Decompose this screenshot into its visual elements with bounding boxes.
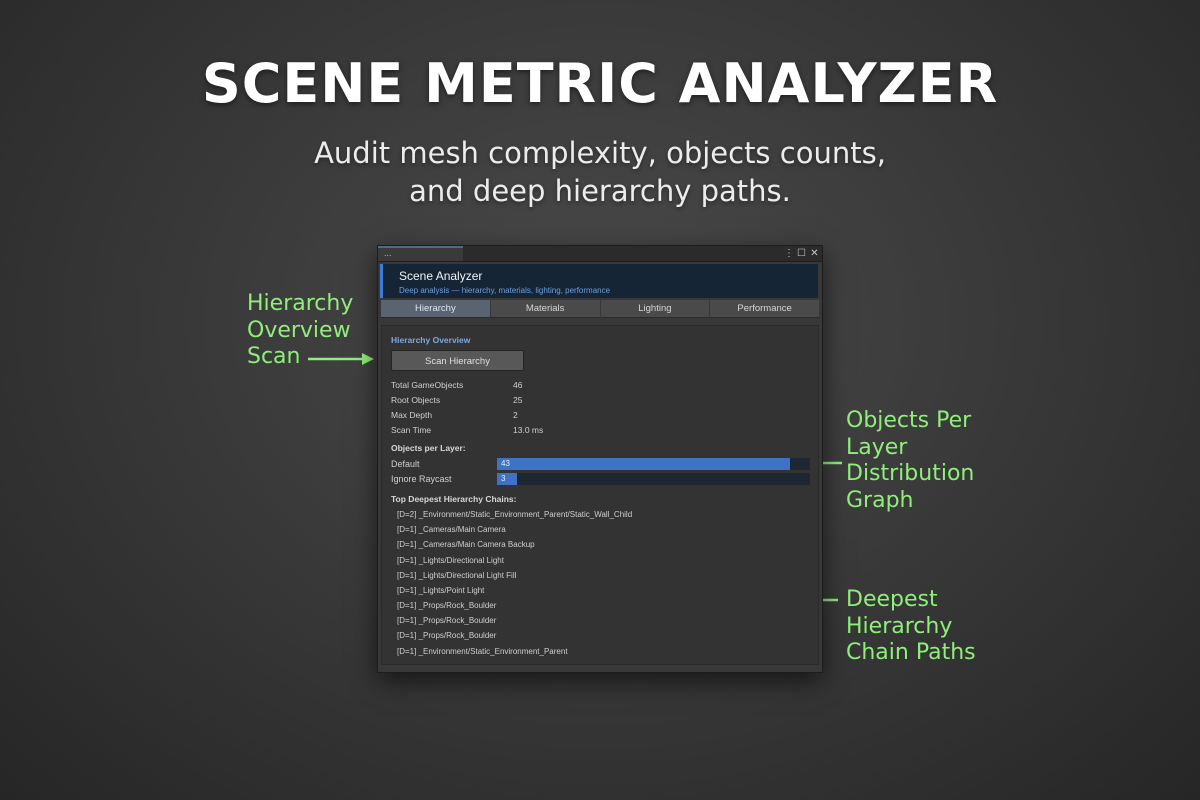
header-subtitle: Deep analysis — hierarchy, materials, li… xyxy=(399,286,611,295)
chain-item: [D=1] _Props/Rock_Boulder xyxy=(397,616,497,625)
chain-item: [D=1] _Cameras/Main Camera xyxy=(397,525,506,534)
scan-hierarchy-button[interactable]: Scan Hierarchy xyxy=(391,350,524,371)
callout-line: Hierarchy xyxy=(846,613,953,639)
chain-item: [D=1] _Props/Rock_Boulder xyxy=(397,631,497,640)
section-title: Hierarchy Overview xyxy=(391,335,471,345)
stat-value: 46 xyxy=(513,380,523,390)
hierarchy-panel: Hierarchy Overview Scan Hierarchy Total … xyxy=(381,325,819,665)
callout-line: Chain Paths xyxy=(846,640,976,665)
chain-item: [D=1] _Lights/Directional Light xyxy=(397,556,504,565)
stat-row: Scan Time 13.0 ms xyxy=(391,425,543,435)
stat-value: 25 xyxy=(513,395,523,405)
hero-title: SCENE METRIC ANALYZER xyxy=(201,52,999,115)
stat-label: Total GameObjects xyxy=(391,380,464,390)
maximize-icon[interactable]: ☐ xyxy=(797,248,806,259)
chain-item: [D=1] _Lights/Point Light xyxy=(397,586,485,595)
callout-line: Overview xyxy=(247,317,351,343)
hero-subtitle-line-1: Audit mesh complexity, objects counts, xyxy=(314,136,886,170)
layer-count: 3 xyxy=(501,474,506,483)
layer-name: Default xyxy=(391,459,420,469)
stat-value: 13.0 ms xyxy=(513,425,544,435)
layer-name: Ignore Raycast xyxy=(391,474,452,484)
layers-heading: Objects per Layer: xyxy=(391,443,466,453)
tab-bar: Hierarchy Materials Lighting Performance xyxy=(381,300,819,318)
layer-bar-fill xyxy=(497,458,790,470)
callout-line: Objects Per xyxy=(846,408,972,433)
stat-label: Root Objects xyxy=(391,395,441,405)
callout-chain-paths: Deepest Hierarchy Chain Paths xyxy=(846,587,976,667)
arrow-right-icon xyxy=(308,353,374,365)
window-titlebar: ... ⋮ ☐ ✕ xyxy=(378,246,822,262)
scene-analyzer-window: ... ⋮ ☐ ✕ Scene Analyzer Deep analysis —… xyxy=(377,245,823,673)
more-options-icon[interactable]: ⋮ xyxy=(784,248,794,259)
layer-count: 43 xyxy=(501,459,510,468)
layer-row: Ignore Raycast 3 xyxy=(391,473,811,485)
tab-materials[interactable]: Materials xyxy=(490,300,600,318)
stat-label: Max Depth xyxy=(391,410,433,420)
callout-line: Hierarchy xyxy=(247,291,354,316)
tab-hierarchy[interactable]: Hierarchy xyxy=(381,300,490,318)
layer-bar-track: 3 xyxy=(497,473,810,485)
stat-label: Scan Time xyxy=(391,425,432,435)
chains-heading: Top Deepest Hierarchy Chains: xyxy=(391,494,517,504)
header-banner: Scene Analyzer Deep analysis — hierarchy… xyxy=(380,264,818,298)
layer-bar-track: 43 xyxy=(497,458,810,470)
callout-line: Deepest xyxy=(846,587,938,612)
window-controls: ⋮ ☐ ✕ xyxy=(784,246,819,261)
stat-row: Total GameObjects 46 xyxy=(391,380,522,390)
callout-hierarchy-scan: Hierarchy Overview Scan xyxy=(247,291,353,371)
layer-row: Default 43 xyxy=(391,458,811,470)
callout-line: Layer xyxy=(846,434,908,460)
stat-row: Max Depth 2 xyxy=(391,410,518,420)
chain-item: [D=1] _Props/Rock_Boulder xyxy=(397,601,497,610)
callout-line: Graph xyxy=(846,487,914,513)
header-title: Scene Analyzer xyxy=(399,269,483,283)
chain-item: [D=2] _Environment/Static_Environment_Pa… xyxy=(397,510,633,519)
window-tab[interactable]: ... xyxy=(378,246,463,261)
callout-layer-graph: Objects Per Layer Distribution Graph xyxy=(846,408,974,514)
tab-performance[interactable]: Performance xyxy=(710,300,819,318)
tab-lighting[interactable]: Lighting xyxy=(600,300,710,318)
chain-item: [D=1] _Cameras/Main Camera Backup xyxy=(397,540,535,549)
hero-subtitle-line-2: and deep hierarchy paths. xyxy=(409,174,791,208)
callout-line: Distribution xyxy=(846,461,975,486)
chain-item: [D=1] _Environment/Static_Environment_Pa… xyxy=(397,647,568,656)
close-icon[interactable]: ✕ xyxy=(810,248,819,259)
callout-line: Scan xyxy=(247,344,301,369)
stat-value: 2 xyxy=(513,410,518,420)
layer-bar-fill xyxy=(497,473,518,485)
stat-row: Root Objects 25 xyxy=(391,395,522,405)
chain-item: [D=1] _Lights/Directional Light Fill xyxy=(397,571,517,580)
